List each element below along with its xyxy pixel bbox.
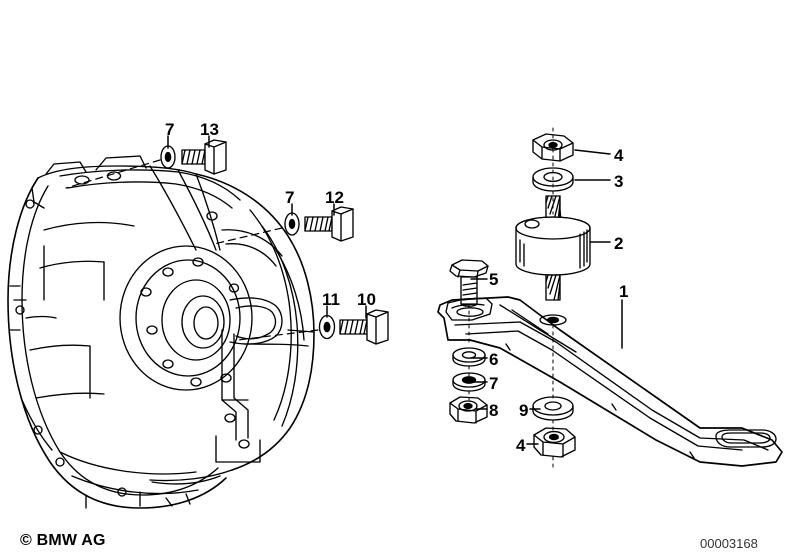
callout-3: 3 [614, 172, 624, 191]
callout-leaders [167, 135, 623, 445]
callout-5: 5 [489, 270, 499, 289]
callout-7-top-left: 7 [165, 120, 175, 139]
hex-bolt-13 [181, 139, 227, 175]
callout-9: 9 [519, 401, 529, 420]
callout-8: 8 [489, 401, 499, 420]
washer-6 [452, 347, 486, 367]
callout-7-mid-left: 7 [285, 188, 295, 207]
callout-2: 2 [614, 234, 624, 253]
transmission-bell-housing [7, 155, 315, 509]
copyright-notice: © BMW AG [20, 532, 106, 549]
callout-4-lower: 4 [516, 436, 526, 455]
callout-12: 12 [325, 188, 344, 207]
callout-6: 6 [489, 350, 499, 369]
callout-13: 13 [200, 120, 219, 139]
hex-nut-upper [532, 133, 574, 162]
rubber-mount [515, 195, 591, 301]
hex-nut-lower [533, 427, 576, 458]
callout-7-lower: 7 [489, 374, 499, 393]
part-number: 00003168 [700, 536, 758, 551]
callout-4-upper: 4 [614, 146, 624, 165]
hex-bolt-12 [304, 206, 354, 242]
callout-10: 10 [357, 290, 376, 309]
leader-lines [65, 159, 319, 341]
hex-nut-8 [449, 396, 488, 424]
callout-11: 11 [322, 290, 340, 309]
callout-1: 1 [619, 282, 629, 301]
hex-bolt-10 [339, 309, 389, 345]
